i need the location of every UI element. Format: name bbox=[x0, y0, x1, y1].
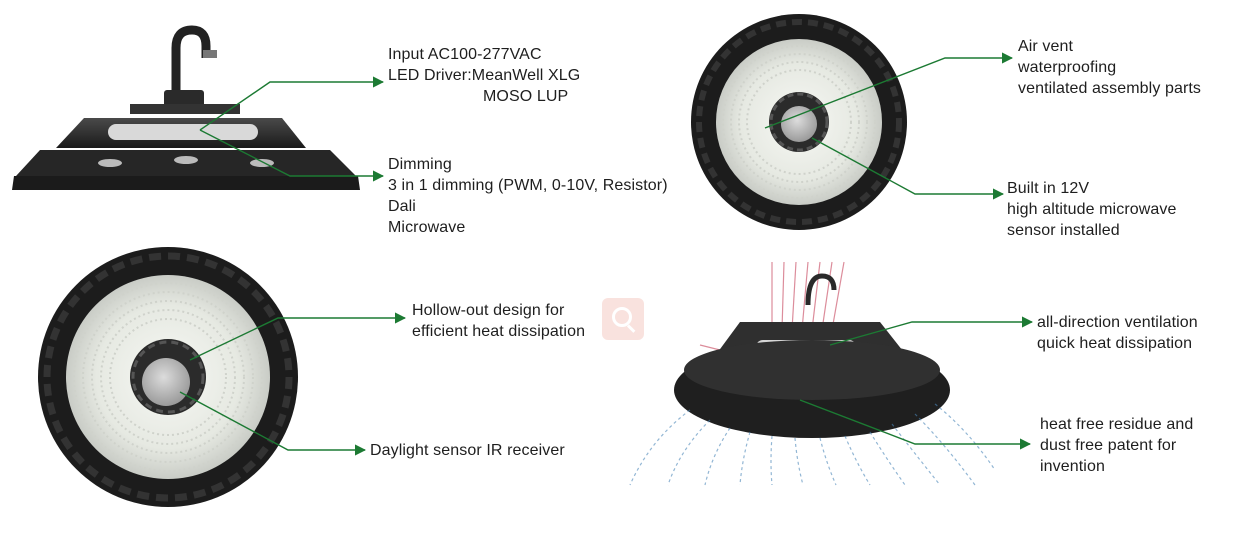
callout-microwave-line-1: Built in 12V bbox=[1007, 180, 1090, 197]
leader-ventilation bbox=[829, 316, 1034, 346]
callout-microwave: Built in 12V high altitude microwave sen… bbox=[1007, 178, 1177, 241]
callout-dimming-line-3: Dali bbox=[388, 198, 416, 215]
microwave-sensor bbox=[781, 106, 817, 142]
callout-input-line-1: Input AC100-277VAC bbox=[388, 46, 542, 63]
callout-microwave-line-2: high altitude microwave bbox=[1007, 201, 1177, 218]
leader-hollow bbox=[189, 312, 407, 361]
callout-daylight: Daylight sensor IR receiver bbox=[370, 440, 565, 461]
leader-microwave bbox=[811, 137, 1005, 200]
hanging-hook bbox=[171, 25, 211, 100]
leader-daylight bbox=[179, 391, 367, 456]
callout-dimming-line-1: Dimming bbox=[388, 156, 452, 173]
airflow-view-light bbox=[629, 261, 996, 486]
callout-microwave-line-3: sensor installed bbox=[1007, 222, 1120, 239]
face-view-light-bottom bbox=[38, 247, 298, 507]
callout-input-line-3: MOSO LUP bbox=[483, 88, 569, 105]
hook-bolt bbox=[203, 50, 217, 58]
callout-residue-line-2: dust free patent for bbox=[1040, 437, 1177, 454]
leader-residue bbox=[799, 399, 1032, 450]
callout-daylight-line-1: Daylight sensor IR receiver bbox=[370, 442, 565, 459]
side-view-light bbox=[12, 25, 360, 190]
callout-hollow-line-2: efficient heat dissipation bbox=[412, 323, 586, 340]
leader-lines bbox=[179, 52, 1034, 456]
leader-air-vent bbox=[764, 52, 1014, 129]
callout-ventilation: all-direction ventilation quick heat dis… bbox=[1037, 312, 1198, 354]
callout-residue-line-1: heat free residue and bbox=[1040, 416, 1194, 433]
leader-dimming bbox=[199, 129, 385, 182]
face-view-light-top bbox=[691, 14, 907, 230]
callout-dimming-line-2: 3 in 1 dimming (PWM, 0-10V, Resistor) bbox=[388, 177, 668, 194]
callout-residue: heat free residue and dust free patent f… bbox=[1040, 414, 1193, 477]
callout-ventilation-line-1: all-direction ventilation bbox=[1037, 314, 1198, 331]
callout-dimming-line-4: Microwave bbox=[388, 219, 466, 236]
callout-ventilation-line-2: quick heat dissipation bbox=[1037, 335, 1193, 352]
callout-dimming: Dimming 3 in 1 dimming (PWM, 0-10V, Resi… bbox=[388, 154, 668, 238]
driver-window bbox=[108, 124, 258, 140]
callout-air-vent: Air vent waterproofing ventilated assemb… bbox=[1018, 36, 1201, 99]
callout-hollow: Hollow-out design for efficient heat dis… bbox=[412, 300, 585, 342]
callout-air-vent-line-2: waterproofing bbox=[1018, 59, 1117, 76]
callout-air-vent-line-3: ventilated assembly parts bbox=[1018, 80, 1202, 97]
callout-hollow-line-1: Hollow-out design for bbox=[412, 302, 565, 319]
cool-air-flow bbox=[629, 403, 996, 486]
callout-residue-line-3: invention bbox=[1040, 458, 1105, 475]
callout-input-line-2: LED Driver:MeanWell XLG bbox=[388, 67, 581, 84]
daylight-sensor bbox=[142, 358, 190, 406]
search-icon bbox=[602, 298, 644, 340]
callout-input: Input AC100-277VAC LED Driver:MeanWell X… bbox=[388, 44, 580, 107]
callout-air-vent-line-1: Air vent bbox=[1018, 38, 1074, 55]
leader-input bbox=[199, 76, 385, 131]
